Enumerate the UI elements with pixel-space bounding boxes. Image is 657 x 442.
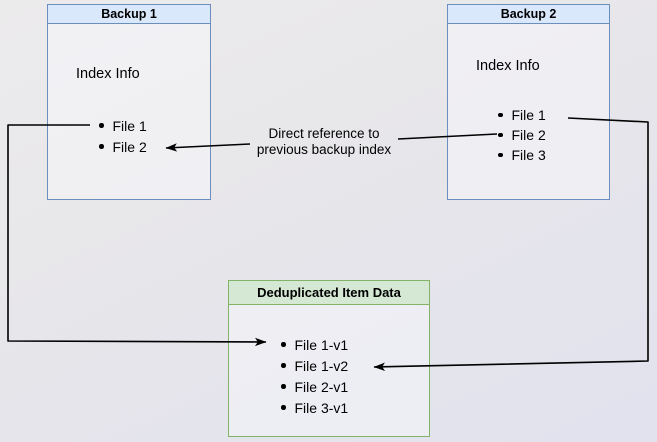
list-item: File 1 (498, 105, 546, 125)
node-backup-1: Backup 1 Index Info File 1 File 2 (47, 4, 211, 200)
backup-1-header: Backup 1 (48, 5, 210, 24)
list-item-label: File 1 (511, 107, 546, 123)
list-item-label: File 1-v2 (294, 357, 349, 374)
list-item-label: File 1 (112, 117, 147, 134)
bullet-dot-icon (99, 123, 104, 128)
bullet-dot-icon (281, 384, 286, 389)
dedup-header: Deduplicated Item Data (229, 281, 429, 305)
list-item: File 2 (498, 125, 546, 145)
list-item: File 2 (99, 136, 147, 157)
dedup-title: Deduplicated Item Data (257, 285, 401, 300)
bullet-dot-icon (498, 112, 503, 118)
backup-2-header: Backup 2 (448, 5, 609, 24)
backup-1-index-info-label: Index Info (76, 66, 140, 82)
list-item: File 1-v2 (281, 355, 348, 376)
list-item-label: File 2 (112, 138, 147, 155)
backup-2-index-info-label: Index Info (476, 58, 540, 74)
list-item: File 1 (99, 115, 147, 136)
bullet-dot-icon (498, 152, 503, 158)
list-item: File 2-v1 (281, 376, 348, 397)
edge-label-line1: Direct reference to (268, 126, 380, 141)
node-backup-2: Backup 2 Index Info File 1 File 2 File 3 (447, 4, 610, 200)
list-item: File 1-v1 (281, 334, 348, 355)
dedup-file-list: File 1-v1 File 1-v2 File 2-v1 File 3-v1 (281, 334, 348, 418)
backup-2-title: Backup 2 (500, 7, 557, 21)
backup-1-title: Backup 1 (101, 7, 157, 21)
bullet-dot-icon (281, 405, 286, 410)
edge-label-line2: previous backup index (256, 141, 392, 157)
node-deduplicated-item-data: Deduplicated Item Data File 1-v1 File 1-… (228, 280, 430, 437)
list-item-label: File 3 (511, 147, 546, 163)
list-item-label: File 3-v1 (294, 399, 349, 416)
list-item-label: File 2-v1 (294, 378, 349, 395)
list-item-label: File 1-v1 (294, 336, 349, 353)
edge-label-direct-reference: Direct reference to previous backup inde… (234, 126, 414, 157)
list-item: File 3 (498, 145, 546, 165)
bullet-dot-icon (281, 363, 286, 368)
bullet-dot-icon (99, 144, 104, 149)
bullet-dot-icon (281, 342, 286, 347)
backup-1-file-list: File 1 File 2 (99, 115, 147, 157)
backup-2-file-list: File 1 File 2 File 3 (498, 105, 546, 165)
list-item-label: File 2 (511, 127, 546, 143)
bullet-dot-icon (498, 132, 503, 138)
list-item: File 3-v1 (281, 397, 348, 418)
